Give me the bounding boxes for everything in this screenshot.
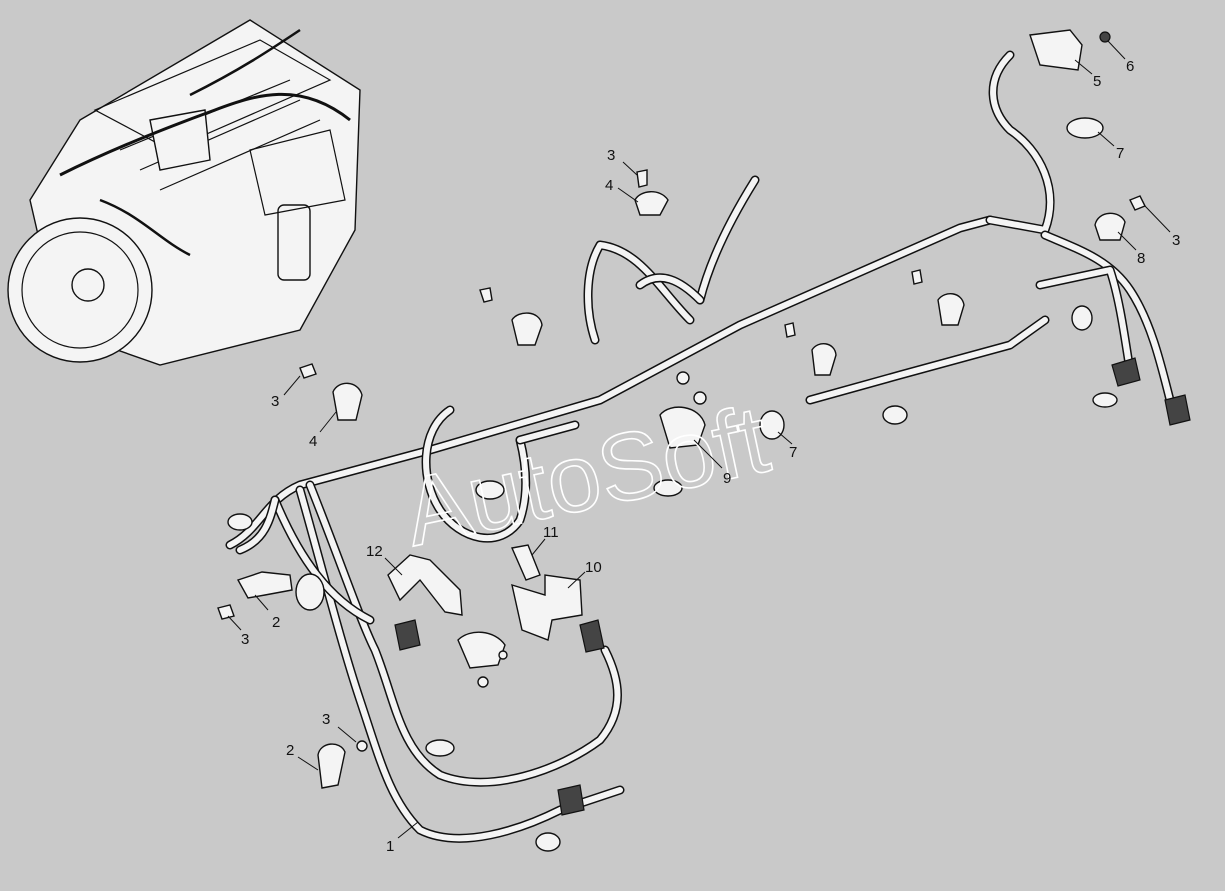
sensor-2-lower xyxy=(317,743,346,789)
clip-4-top xyxy=(634,191,669,216)
screw-6 xyxy=(1099,31,1111,43)
bolt-3-mid-left xyxy=(217,604,235,620)
callout-12: 12 xyxy=(366,543,383,560)
callout-3-left: 3 xyxy=(271,393,279,410)
callouts: 1 2 2 3 3 3 3 3 4 4 5 6 7 7 8 9 10 xyxy=(227,40,1180,855)
callout-8: 8 xyxy=(1137,250,1145,267)
callout-3-top: 3 xyxy=(607,147,615,164)
bolt-3-top xyxy=(636,169,648,188)
callout-9: 9 xyxy=(723,470,731,487)
parts-group xyxy=(217,29,1191,852)
sensor-11 xyxy=(511,544,541,581)
callout-7-mid: 7 xyxy=(789,444,797,461)
callout-4-left: 4 xyxy=(309,433,317,450)
sensor-2-upper xyxy=(236,571,293,599)
bolt-3-lower xyxy=(356,740,368,752)
callout-3-right: 3 xyxy=(1172,232,1180,249)
callout-2-lower: 2 xyxy=(286,742,294,759)
sensor-5 xyxy=(1029,29,1083,71)
callout-5: 5 xyxy=(1093,73,1101,90)
clamp-7-top xyxy=(1066,117,1104,139)
wiring-harness xyxy=(225,50,1175,843)
engine-thumbnail xyxy=(7,19,361,366)
clip-4-left xyxy=(332,382,363,421)
bolt-3-right xyxy=(1129,195,1146,211)
callout-3-lower: 3 xyxy=(322,711,330,728)
callout-2-upper: 2 xyxy=(272,614,280,631)
callout-7-top: 7 xyxy=(1116,145,1124,162)
callout-6: 6 xyxy=(1126,58,1134,75)
sensor-9 xyxy=(659,406,706,449)
callout-11: 11 xyxy=(543,524,559,541)
callout-1: 1 xyxy=(386,838,394,855)
callout-4-top: 4 xyxy=(605,177,613,194)
callout-10: 10 xyxy=(585,559,602,576)
callout-3-mid-left: 3 xyxy=(241,631,249,648)
bracket-10 xyxy=(511,574,583,641)
bolt-3-left xyxy=(299,363,317,379)
bracket-12 xyxy=(387,554,463,616)
grommet-8 xyxy=(1094,212,1126,241)
